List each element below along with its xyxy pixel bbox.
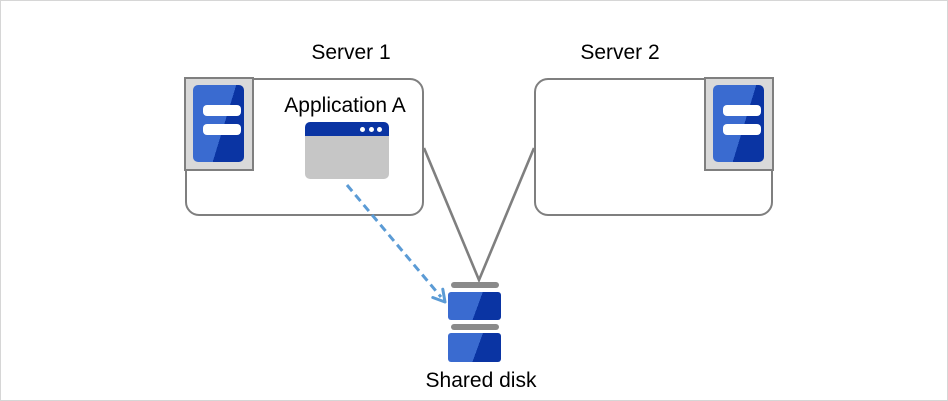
server2-tower-icon (704, 77, 774, 171)
disk-bar (450, 282, 499, 288)
tower-slot (203, 124, 241, 135)
window-control-dot (377, 126, 382, 132)
server2-label: Server 2 (580, 41, 660, 64)
tower-slot (723, 124, 761, 135)
window-control-dot (368, 126, 374, 132)
server1-tower-icon (184, 77, 254, 171)
tower-slot (723, 105, 761, 116)
server1-label: Server 1 (311, 41, 391, 64)
shared-disk-label: Shared disk (425, 369, 537, 392)
server-tower-shape (193, 85, 244, 162)
disk-platter (448, 292, 501, 320)
server-to-disk-connector (422, 147, 536, 284)
app-to-disk-arrowhead (431, 287, 447, 304)
application-label: Application A (284, 94, 406, 117)
window-titlebar (305, 122, 389, 136)
disk-bar (450, 324, 499, 330)
tower-slot (203, 105, 241, 116)
disk-platter (448, 333, 501, 362)
window-body (305, 136, 389, 179)
shared-disk-icon (448, 282, 501, 362)
window-control-dot (360, 126, 365, 132)
server-tower-shape (713, 85, 764, 162)
application-window-icon (305, 122, 389, 179)
